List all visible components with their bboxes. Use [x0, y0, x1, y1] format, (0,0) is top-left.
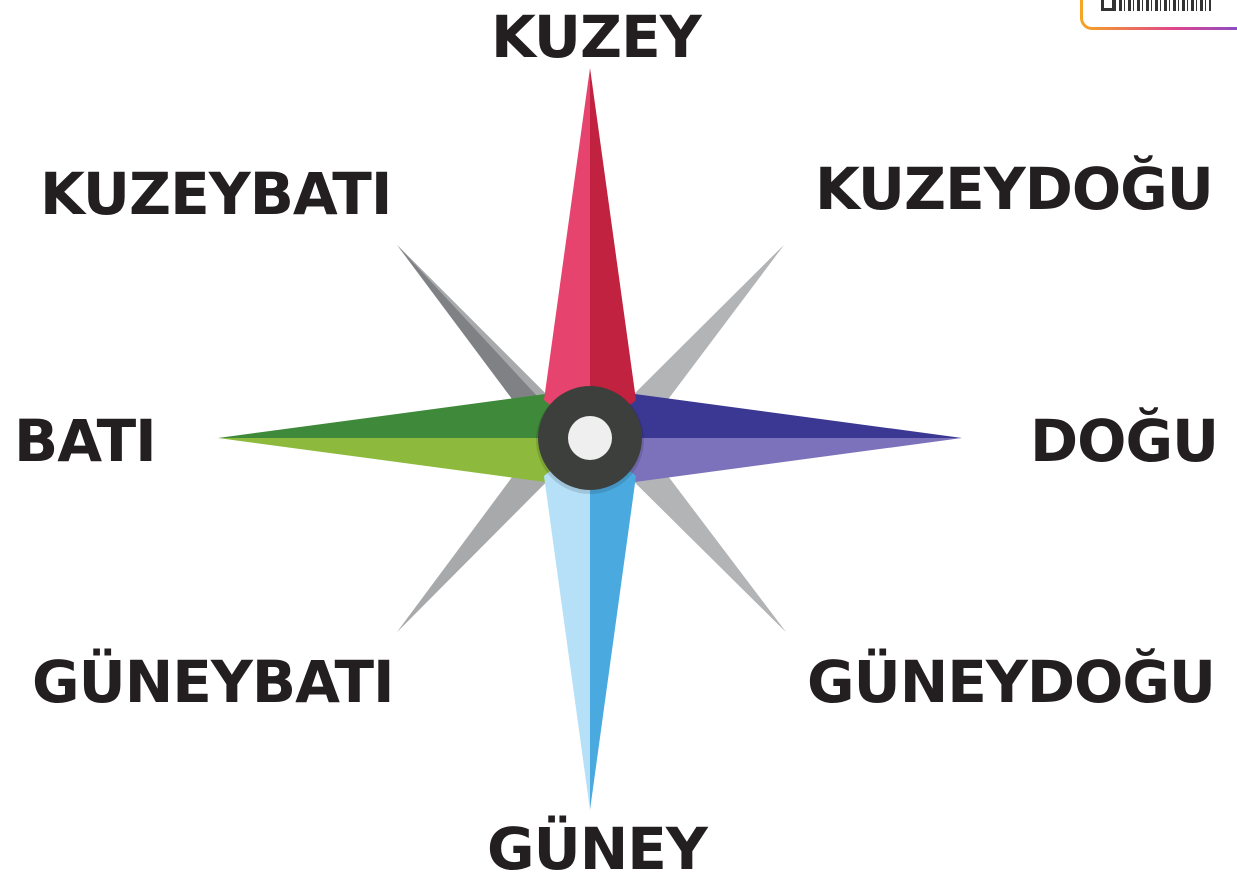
compass-hub-center [568, 416, 612, 460]
label-east: DOĞU [1030, 412, 1218, 470]
west-point-dark [218, 392, 590, 438]
east-point-light [590, 438, 962, 484]
label-northeast: KUZEYDOĞU [815, 160, 1213, 218]
label-south: GÜNEY [487, 820, 707, 878]
label-southwest: GÜNEYBATI [32, 653, 394, 711]
north-point-light [544, 68, 590, 438]
south-point-dark [590, 438, 636, 810]
label-northwest: KUZEYBATI [40, 165, 391, 223]
east-point-dark [590, 392, 962, 438]
north-point-dark [590, 68, 636, 438]
label-north: KUZEY [491, 8, 701, 66]
label-southeast: GÜNEYDOĞU [807, 653, 1215, 711]
south-point-light [544, 438, 590, 810]
label-west: BATI [14, 412, 156, 470]
west-point-light [218, 438, 590, 484]
